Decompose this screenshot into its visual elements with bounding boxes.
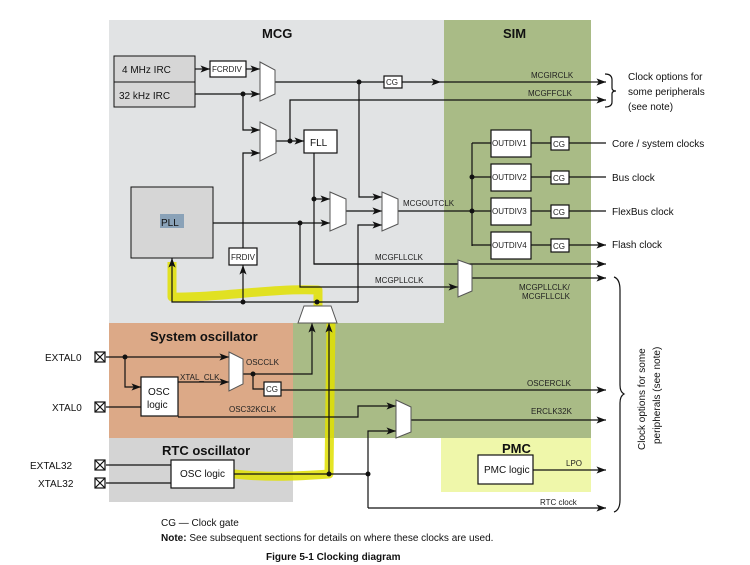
pll-selection [160,214,184,228]
system-osc-title: System oscillator [150,329,258,344]
irc-32khz-label: 32 kHz IRC [119,91,170,102]
fcrdiv-label: FCRDIV [212,65,242,74]
pmc-title: PMC [502,441,532,456]
svg-text:EXTAL32: EXTAL32 [30,461,72,472]
brace-top [604,73,617,108]
svg-text:EXTAL0: EXTAL0 [45,353,82,364]
output-bus-clock: Bus clock [612,173,656,184]
highlight-mark [167,262,323,320]
pmc-logic-block [477,454,534,485]
system-osc-region [109,323,293,438]
cg-label: CG [266,385,278,394]
svg-text:OSC32KCLK: OSC32KCLK [229,405,277,414]
svg-text:OUTDIV2: OUTDIV2 [492,173,527,182]
signal-labels: MCGIRCLK MCGFFCLK MCGOUTCLK MCGFLLCLK MC… [180,71,582,507]
osc-logic-block [140,376,179,417]
svg-text:XTAL0: XTAL0 [52,403,82,414]
svg-text:CG: CG [553,140,565,149]
frdiv-block [228,247,258,266]
svg-text:CG: CG [553,208,565,217]
brace-note: Clock options for [628,72,703,83]
pll-label: PLL [161,218,179,229]
output-flexbus-clock: FlexBus clock [612,207,675,218]
sim-region-lower [293,323,444,438]
figure-caption: Figure 5-1 Clocking diagram [266,552,401,563]
svg-text:ERCLK32K: ERCLK32K [531,407,573,416]
svg-text:OSCERCLK: OSCERCLK [527,379,572,388]
cg-block [263,381,282,397]
pmc-logic-label: PMC logic [484,465,530,476]
output-flash-clock: Flash clock [612,240,663,251]
sim-region [444,20,591,438]
cg-block [383,75,403,89]
svg-text:MCGFFCLK: MCGFFCLK [528,89,573,98]
svg-text:MCGPLLCLK/: MCGPLLCLK/ [519,283,570,292]
brace-side [613,276,626,513]
rtc-osc-logic-block [170,459,235,489]
fll-label: FLL [310,138,328,149]
pins: EXTAL0 XTAL0 EXTAL32 XTAL32 [30,351,106,490]
svg-text:XTAL32: XTAL32 [38,479,74,490]
legend-text: CG — Clock gate [161,518,239,529]
svg-text:OSCCLK: OSCCLK [246,358,280,367]
multiplexers [228,61,473,439]
brace-note: (see note) [628,102,673,113]
svg-text:MCGIRCLK: MCGIRCLK [531,71,574,80]
junction-dots [122,79,475,477]
note-text: Note: See subsequent sections for detail… [161,533,493,544]
svg-text:OUTDIV4: OUTDIV4 [492,241,527,250]
cg-label: CG [386,78,398,87]
svg-text:MCGFLLCLK: MCGFLLCLK [375,253,424,262]
svg-text:CG: CG [553,242,565,251]
outdiv-group: OUTDIV1 OUTDIV2 OUTDIV3 OUTDIV4 CG CG CG C… [490,129,570,260]
svg-text:CG: CG [553,174,565,183]
svg-text:LPO: LPO [566,459,582,468]
svg-text:RTC clock: RTC clock [540,498,578,507]
svg-text:OUTDIV3: OUTDIV3 [492,207,527,216]
svg-text:MCGFLLCLK: MCGFLLCLK [522,292,571,301]
fll-block [303,129,338,154]
side-note: peripherals (see note) [652,347,663,444]
osc-logic-label: logic [147,400,168,411]
mcg-title: MCG [262,26,292,41]
side-note: Clock options for some [637,348,648,450]
rtc-osc-logic-label: OSC logic [180,469,225,480]
rtc-osc-title: RTC oscillator [162,443,250,458]
osc-logic-label: OSC [148,387,170,398]
svg-text:MCGPLLCLK: MCGPLLCLK [375,276,424,285]
brace-note: some peripherals [628,87,705,98]
irc-4mhz-label: 4 MHz IRC [122,65,171,76]
svg-text:OUTDIV1: OUTDIV1 [492,139,527,148]
svg-text:MCGOUTCLK: MCGOUTCLK [403,199,455,208]
svg-text:XTAL_CLK: XTAL_CLK [180,373,220,382]
output-core-clock: Core / system clocks [612,139,704,150]
frdiv-label: FRDIV [231,253,256,262]
sim-title: SIM [503,26,526,41]
